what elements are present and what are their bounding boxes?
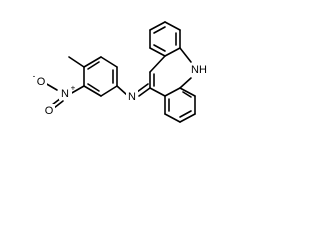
bond: [149, 55, 166, 73]
label-background: [43, 104, 55, 117]
label-background: [35, 76, 47, 89]
bond: [179, 113, 196, 123]
bond: [83, 56, 102, 68]
bond: [179, 77, 192, 89]
bond: [87, 61, 100, 70]
bond: [87, 83, 100, 92]
bond: [149, 47, 166, 57]
acridine-central-ring: [149, 47, 192, 97]
bond: [53, 100, 64, 109]
methyl-bond: [68, 56, 85, 68]
bond: [164, 21, 181, 31]
bond: [100, 56, 118, 68]
acridine-upper-ring: [149, 21, 181, 57]
bond: [136, 83, 149, 93]
label-background: [126, 90, 138, 104]
bond: [149, 87, 166, 97]
nitro-n-label: N: [61, 88, 69, 100]
nitro-plus-charge: +: [71, 84, 76, 93]
bond: [179, 87, 196, 97]
acridine-nh-label: NH: [191, 64, 207, 76]
aryl-ring: [83, 56, 118, 97]
nitro-o-top-label: O: [37, 76, 46, 88]
bond: [164, 87, 181, 97]
bond: [153, 26, 166, 34]
label-background: [190, 63, 208, 77]
bond: [179, 47, 192, 63]
bond: [138, 87, 151, 97]
structure-diagram: NH N N + O - O: [33, 21, 208, 123]
bond: [149, 21, 166, 31]
bond: [69, 85, 85, 95]
bond: [164, 113, 181, 123]
imine-n-label: N: [128, 91, 136, 103]
atom-labels: NH N N + O - O: [33, 63, 208, 117]
bond: [164, 47, 181, 57]
nitro-o-minus-charge: -: [33, 72, 36, 81]
label-background: [59, 87, 72, 100]
acridine-lower-ring: [164, 87, 196, 123]
bond: [182, 91, 192, 98]
nitro-o-bottom-label: O: [45, 105, 54, 117]
bond: [100, 85, 118, 97]
bond: [153, 44, 166, 52]
bond: [83, 85, 102, 97]
bond: [116, 85, 128, 96]
bond: [179, 110, 192, 118]
imine-bond: [136, 83, 151, 97]
